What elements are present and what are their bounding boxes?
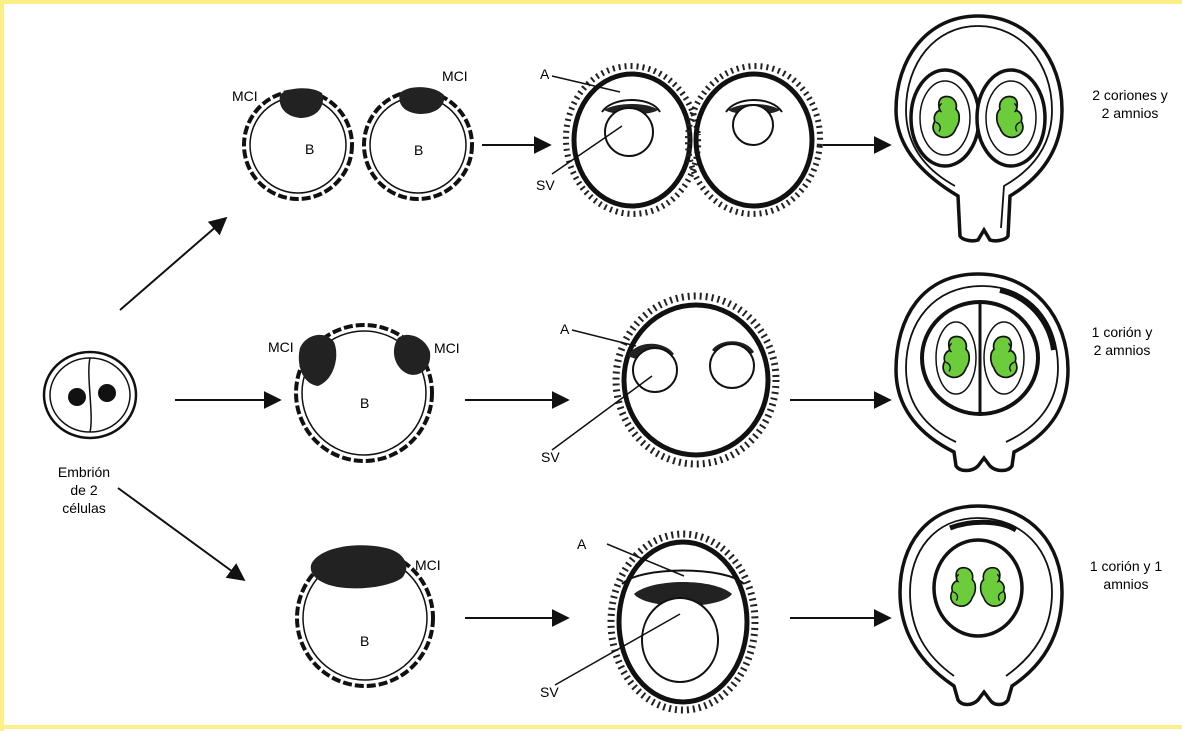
row2-uterus	[896, 274, 1068, 471]
row2-implanted	[616, 296, 776, 464]
label-a-row2: A	[560, 321, 569, 338]
label-b-row1-left: B	[305, 141, 314, 158]
two-cell-embryo	[44, 352, 136, 438]
embryo-caption-line1: Embrión	[40, 463, 128, 481]
outcome-middle: 1 corión y 2 amnios	[1070, 323, 1174, 359]
row1-implanted-right	[682, 61, 826, 220]
row1-implanted-left	[560, 61, 704, 220]
outcome-bottom: 1 corión y 1 amnios	[1074, 557, 1178, 593]
label-sv-row2: SV	[541, 449, 560, 466]
outcome-top-line1: 2 coriones y	[1078, 86, 1182, 104]
outcome-middle-line2: 2 amnios	[1070, 341, 1174, 359]
row1-blastocyst-left	[244, 88, 352, 199]
embryo-caption-line2: de 2	[40, 481, 128, 499]
outcome-bottom-line2: amnios	[1074, 575, 1178, 593]
label-mci-row2-right: MCI	[434, 340, 460, 357]
embryo-caption: Embrión de 2 células	[40, 463, 128, 517]
pointer-a-row3	[607, 544, 684, 576]
row2-blastocyst	[296, 325, 432, 461]
outcome-top: 2 coriones y 2 amnios	[1078, 86, 1182, 122]
label-mci-row1-right: MCI	[442, 68, 468, 85]
label-sv-row1: SV	[536, 177, 555, 194]
label-mci-row2-left: MCI	[268, 339, 294, 356]
label-b-row3: B	[360, 633, 369, 650]
arrow-embryo-to-bottom	[118, 488, 244, 580]
label-b-row2: B	[360, 395, 369, 412]
outcome-bottom-line1: 1 corión y 1	[1074, 557, 1178, 575]
embryo-caption-line3: células	[40, 499, 128, 517]
pointer-sv-row1	[552, 126, 622, 174]
label-mci-row3: MCI	[415, 557, 441, 574]
arrow-embryo-to-top	[120, 218, 226, 310]
label-a-row3: A	[577, 536, 586, 553]
row3-blastocyst	[297, 545, 433, 686]
label-a-row1: A	[540, 66, 549, 83]
label-mci-row1-left: MCI	[232, 88, 258, 105]
label-sv-row3: SV	[540, 684, 559, 701]
row3-uterus	[900, 506, 1062, 705]
outcome-middle-line1: 1 corión y	[1070, 323, 1174, 341]
outcome-top-line2: 2 amnios	[1078, 104, 1182, 122]
row3-implanted	[611, 534, 755, 710]
row1-uterus	[896, 16, 1062, 241]
label-b-row1-right: B	[414, 142, 423, 159]
